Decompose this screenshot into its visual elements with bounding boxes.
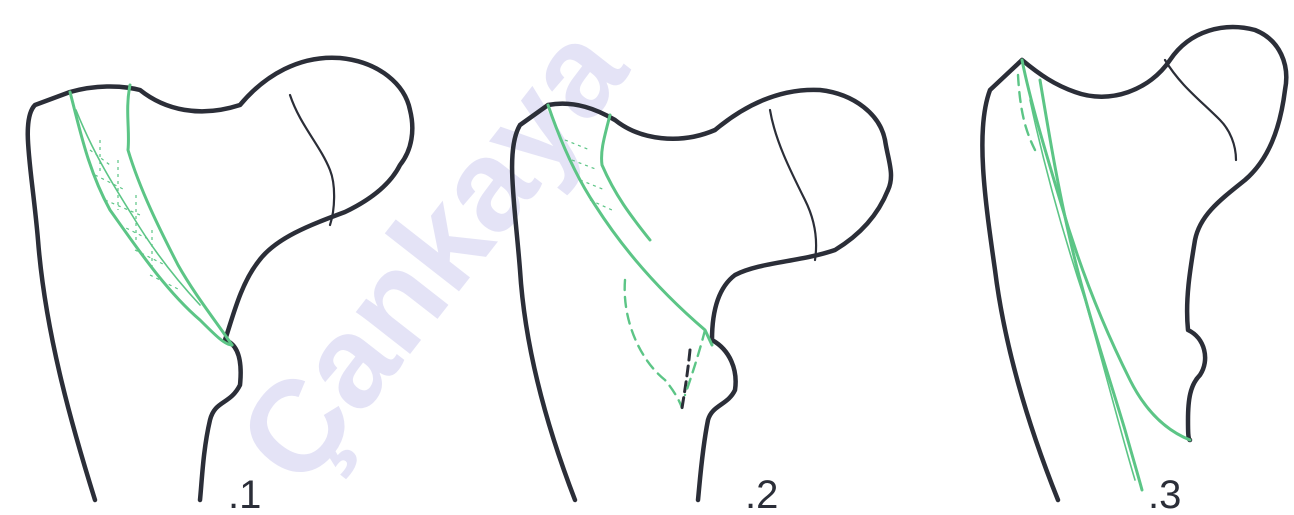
panel-2-physeal-line xyxy=(770,110,816,260)
panel-3-physeal-line xyxy=(1165,60,1236,160)
panel-3-femur-outline xyxy=(982,27,1286,500)
watermark: Çankaya xyxy=(209,0,654,509)
panel-1-physeal-line xyxy=(290,95,334,225)
panel-2-label: .2 xyxy=(745,473,778,515)
panel-3: .3 xyxy=(982,27,1286,515)
panel-3-label: .3 xyxy=(1148,473,1181,515)
panel-1-fracture-outline xyxy=(70,92,232,345)
panel-1-label: .1 xyxy=(228,473,261,515)
